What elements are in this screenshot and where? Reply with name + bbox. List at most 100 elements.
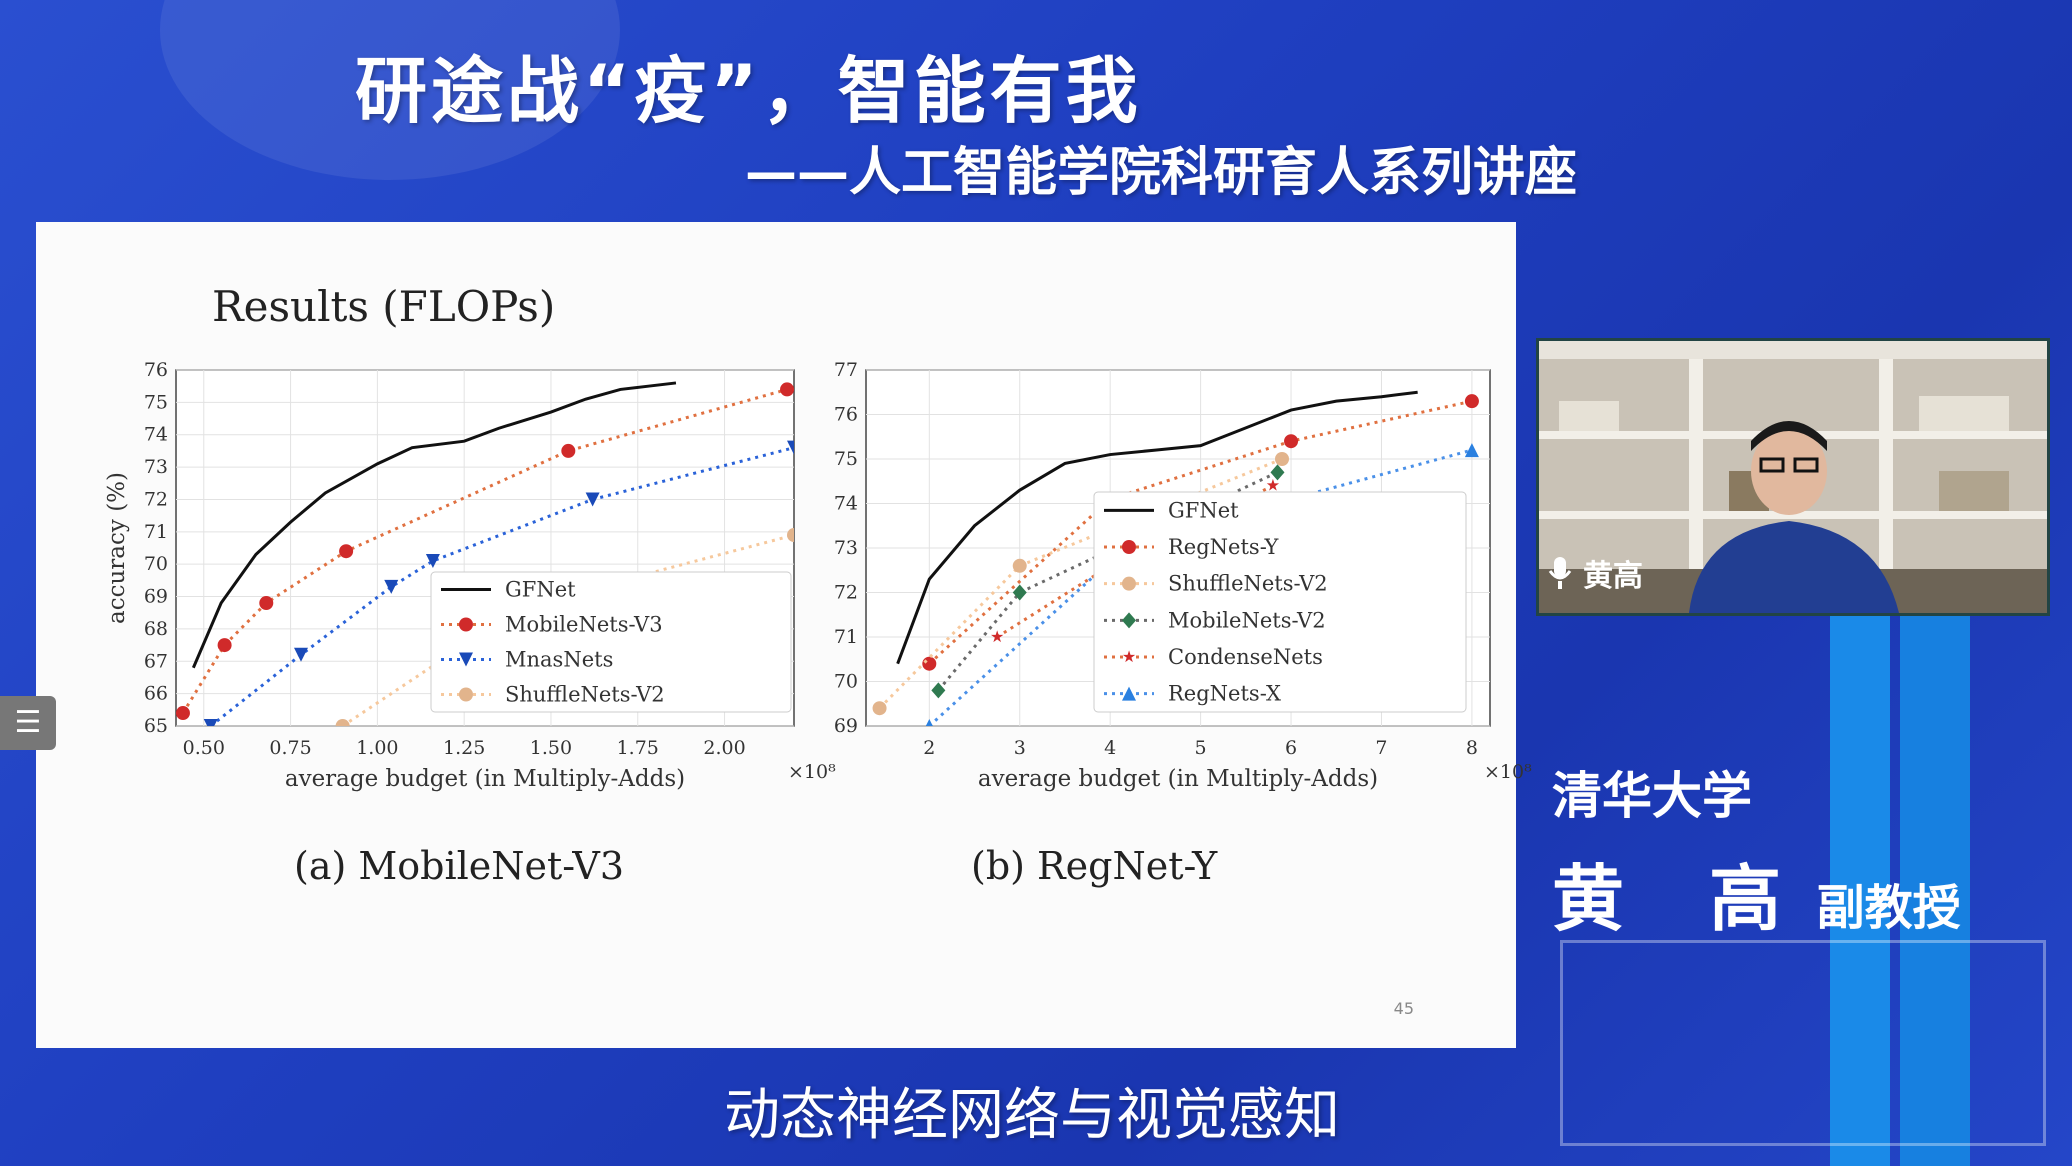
y-tick-label: 65 [144,715,168,737]
legend-marker [1122,576,1136,591]
background-stripe [1900,610,1970,1166]
data-point [176,706,190,721]
data-point: ★ [1266,476,1280,495]
y-tick-label: 71 [144,521,168,543]
legend-marker [459,617,473,632]
x-tick-label: 2.00 [703,737,745,759]
y-tick-label: 73 [834,537,858,559]
speaker-label: 黄高 [1547,551,1643,595]
university-name: 清华大学 [1552,767,1752,825]
data-point [425,553,440,568]
legend-marker [459,652,473,667]
x-axis-label: average budget (in Multiply-Adds) [978,766,1378,792]
data-point [259,596,274,611]
data-point [925,719,933,726]
x-tick-label: 8 [1466,737,1478,759]
x-tick-label: 1.25 [443,737,485,759]
speaker-video: 黄高 [1536,338,2050,616]
data-point [339,544,354,559]
legend-marker [1122,686,1136,701]
y-tick-label: 75 [834,448,858,470]
y-tick-label: 72 [144,488,168,510]
legend-label: GFNet [505,578,576,602]
background-grid [1560,940,2046,1146]
legend-marker [1122,612,1136,629]
legend-marker [459,687,473,702]
y-tick-label: 74 [834,493,858,515]
data-point [335,719,350,726]
slide-title: Results (FLOPs) [212,282,556,331]
data-point [787,440,794,455]
data-point [1012,584,1027,601]
series-line-gfnet [896,390,1418,665]
data-point [1275,452,1289,466]
x-tick-label: 1.50 [530,737,572,759]
legend-label: MnasNets [505,648,613,672]
data-point [1464,443,1479,458]
data-point [203,719,218,726]
data-point [384,579,399,594]
y-tick-label: 71 [834,626,858,648]
speaker-info: 黄 高 副教授 [1552,840,1961,945]
banner-subtitle: ——人工智能学院科研育人系列讲座 [745,143,1578,203]
y-tick-label: 66 [144,683,168,705]
data-point [780,382,794,397]
y-tick-label: 69 [144,586,168,608]
data-point [1270,464,1285,481]
speaker-role: 副教授 [1816,880,1961,936]
y-tick-label: 74 [144,424,168,446]
y-tick-label: 68 [144,618,168,640]
data-point [1284,434,1299,449]
legend-marker: ★ [1122,647,1136,666]
microphone-icon [1548,557,1572,589]
x-axis-label: average budget (in Multiply-Adds) [285,766,685,792]
legend-label: MobileNets-V2 [1168,608,1326,632]
series-group: ★ ★ ★ [872,390,1479,726]
legend-marker [1122,540,1136,554]
y-tick-label: 70 [834,671,858,693]
y-tick-label: 67 [144,650,168,672]
x-tick-label: 7 [1375,737,1387,759]
x-tick-label: 6 [1285,737,1297,759]
data-point: ★ [990,627,1004,646]
x-tick-label: 0.75 [269,737,311,759]
series-line-mobilenets-v3 [181,387,788,714]
data-point [1012,558,1027,573]
data-point [585,492,600,507]
x-tick-label: 1.00 [356,737,398,759]
data-point [293,647,308,662]
y-tick-label: 75 [144,391,168,413]
series-line-shufflenets-v2 [341,533,794,726]
y-tick-label: 76 [834,404,858,426]
legend-box [1093,491,1467,713]
x-tick-label: 0.50 [183,737,225,759]
lecture-title: 动态神经网络与视觉感知 [724,1083,1340,1148]
series-line-mnasnets [209,446,794,726]
legend-label: GFNet [1168,498,1239,522]
banner-title: 研途战“疫”，智能有我 [355,49,1142,133]
legend-box [430,571,792,713]
series-line-regnets-y [928,399,1473,665]
series-line-regnets-x [928,448,1473,726]
series-line-gfnet [191,381,677,669]
legend-label: ShuffleNets-V2 [1168,572,1328,596]
x-tick-label: 1.75 [617,737,659,759]
y-tick-label: 77 [834,359,858,381]
x-tick-label: 5 [1195,737,1207,759]
y-tick-label: 70 [144,553,168,575]
data-point [561,443,576,458]
legend-label: RegNets-X [1168,682,1281,706]
video-background [1539,341,2047,613]
legend-label: ShuffleNets-V2 [505,683,665,707]
y-tick-label: 72 [834,582,858,604]
list-icon[interactable]: ☰ [0,696,56,750]
page-number: 45 [1393,999,1414,1018]
y-tick-label: 69 [834,715,858,737]
series-line-mobilenets-v2 [937,470,1279,692]
data-point [217,638,232,653]
caption-b: (b) RegNet-Y [971,844,1218,888]
y-tick-label: 73 [144,456,168,478]
